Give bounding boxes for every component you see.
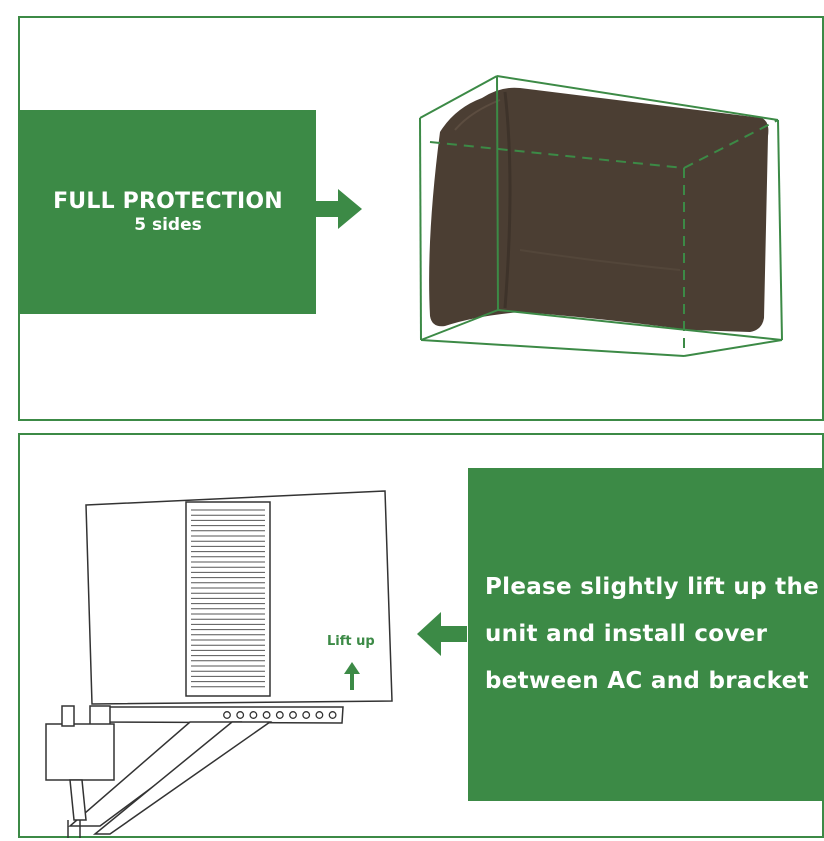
instruction-box: Please slightly lift up the unit and ins… xyxy=(468,468,824,801)
bracket-hole xyxy=(328,711,337,719)
arrow-right-icon xyxy=(314,189,362,229)
arrow-up-icon xyxy=(344,662,360,690)
bracket-hole xyxy=(223,711,231,719)
bracket-holes xyxy=(223,711,337,719)
protection-wireframe xyxy=(419,75,783,357)
arrow-left-icon xyxy=(417,612,467,656)
bracket-hole xyxy=(289,711,297,719)
bracket-hole xyxy=(262,711,271,719)
instruction-text: Please slightly lift up the unit and ins… xyxy=(485,574,820,694)
protection-headline: FULL PROTECTION xyxy=(53,189,283,214)
bracket-hole xyxy=(236,711,245,719)
bracket-hole xyxy=(302,711,311,719)
ac-vent-grille xyxy=(185,501,271,697)
bracket-hole xyxy=(275,711,284,719)
bracket-hole xyxy=(249,711,258,719)
lift-up-label: Lift up xyxy=(327,634,375,649)
ac-bracket-drawing xyxy=(45,705,344,838)
protection-subline: 5 sides xyxy=(134,215,202,235)
ac-cover-image xyxy=(429,87,769,332)
protection-label-box: FULL PROTECTION 5 sides xyxy=(20,110,316,314)
bracket-hole xyxy=(315,711,324,719)
